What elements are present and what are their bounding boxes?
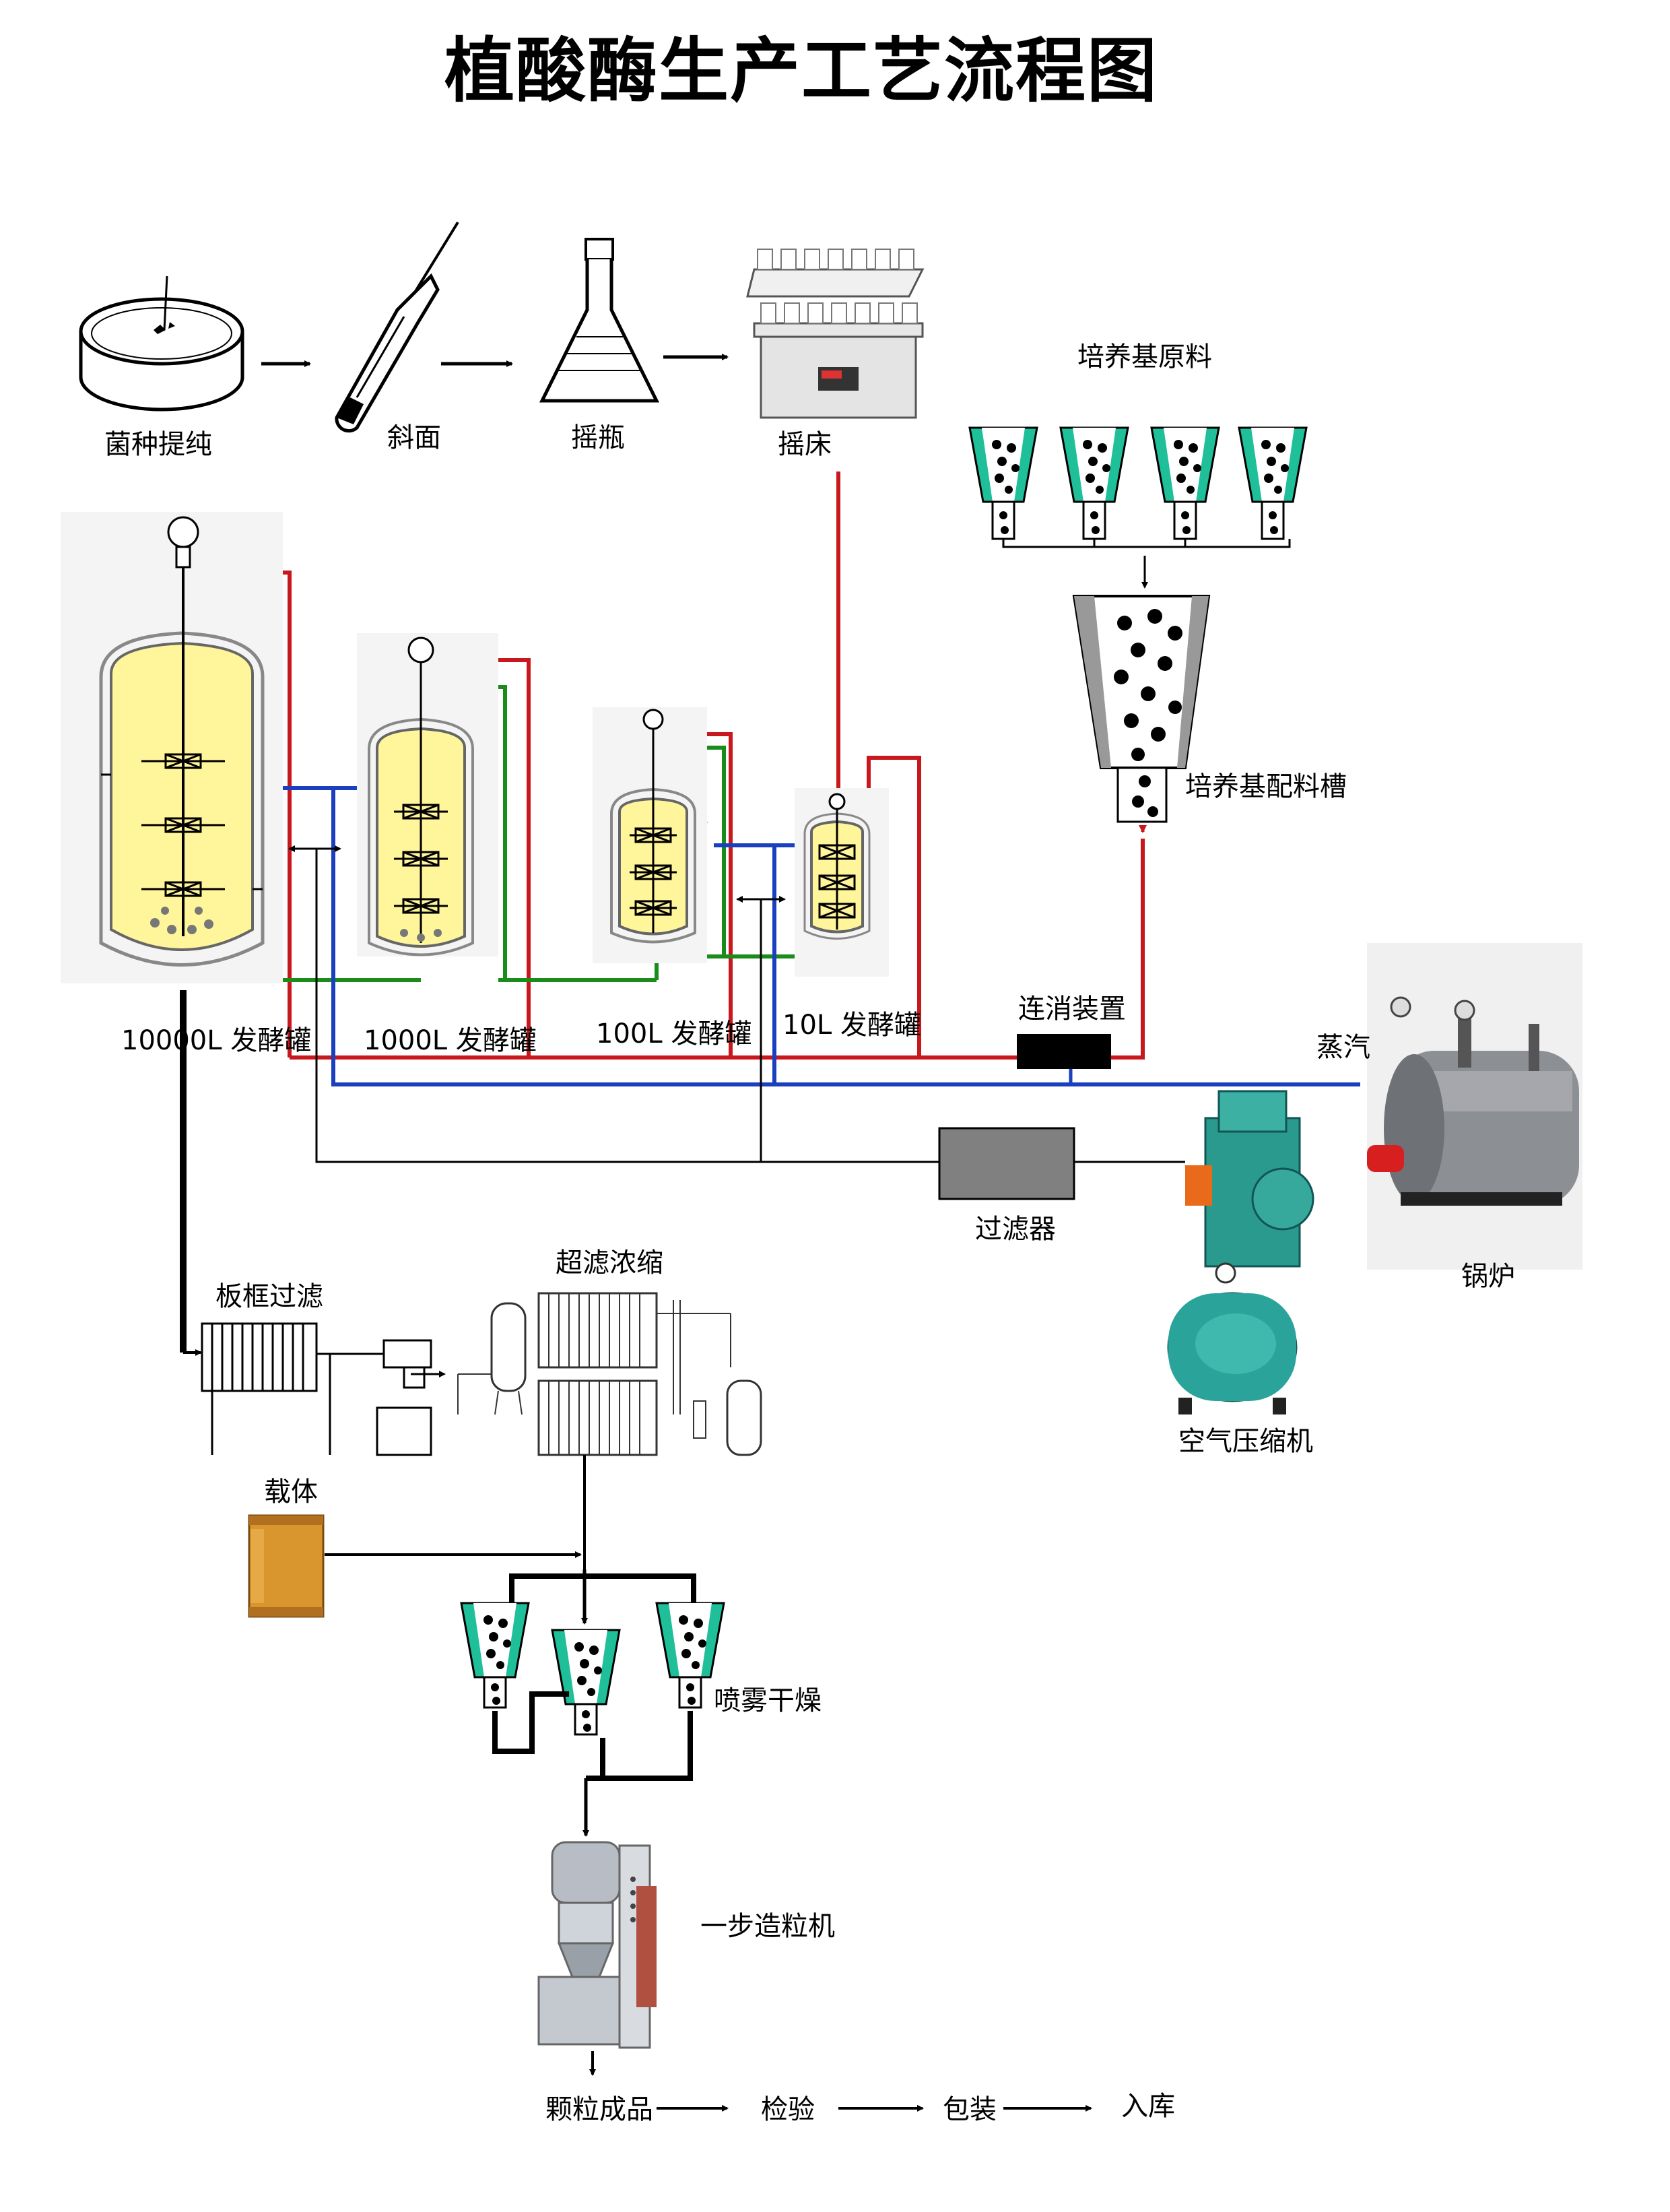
air-compressor-icon: [1167, 1090, 1314, 1414]
fermenter-1000L: [357, 633, 498, 956]
label-warehousing: 入库: [1121, 2091, 1175, 2122]
label-continuous-sterilizer: 连消装置: [1018, 994, 1126, 1024]
filter-icon: [938, 1127, 1075, 1200]
page-title: 植酸酶生产工艺流程图: [444, 30, 1158, 112]
test-tube-icon: [335, 221, 459, 433]
flask-icon: [539, 238, 660, 403]
continuous-sterilizer-icon: [1017, 1034, 1111, 1069]
label-strain-purification: 菌种提纯: [104, 429, 212, 460]
label-raw-materials: 培养基原料: [1077, 341, 1212, 372]
label-shake-flask: 摇瓶: [571, 422, 625, 453]
label-mixing-tank: 培养基配料槽: [1185, 771, 1347, 802]
label-ultrafiltration: 超滤浓缩: [556, 1247, 663, 1278]
label-boiler: 锅炉: [1461, 1261, 1515, 1292]
label-fermenter-1000L: 1000L 发酵罐: [364, 1025, 537, 1056]
label-shaker: 摇床: [778, 429, 832, 460]
label-spray-drying: 喷雾干燥: [714, 1685, 822, 1716]
granulator-icon: [537, 1841, 657, 2049]
label-fermenter-100L: 100L 发酵罐: [596, 1018, 752, 1049]
plate-filter-press-icon: [201, 1322, 432, 1456]
label-steam: 蒸汽: [1316, 1032, 1370, 1063]
label-air-compressor: 空气压缩机: [1178, 1426, 1313, 1457]
steam-line: [259, 786, 1360, 1086]
label-granulator: 一步造粒机: [700, 1911, 835, 1942]
petri-dish-icon: [79, 275, 244, 412]
carrier-drum-icon: [248, 1514, 325, 1618]
label-fermenter-10000L: 10000L 发酵罐: [121, 1025, 312, 1056]
label-slant: 斜面: [387, 422, 441, 453]
media-line: [1111, 839, 1145, 1060]
boiler-icon: [1367, 943, 1582, 1270]
raw-material-hoppers: [968, 426, 1308, 548]
air-line: [315, 849, 939, 1163]
ultrafiltration-unit-icon: [457, 1292, 762, 1456]
label-fermenter-10L: 10L 发酵罐: [782, 1010, 921, 1041]
label-granule-product: 颗粒成品: [545, 2094, 653, 2125]
label-inspection: 检验: [761, 2094, 815, 2125]
fermenter-10000L: [61, 512, 283, 983]
label-packaging: 包装: [943, 2094, 997, 2125]
fermenter-10L: [795, 788, 889, 977]
label-filter: 过滤器: [975, 1214, 1056, 1245]
spray-dryer-hoppers: [460, 1602, 725, 1736]
fermenter-100L: [593, 707, 707, 963]
shaker-icon: [746, 249, 925, 419]
label-plate-filter: 板框过滤: [215, 1281, 323, 1312]
mixing-tank-icon: [1072, 595, 1211, 823]
label-carrier: 载体: [264, 1476, 318, 1507]
